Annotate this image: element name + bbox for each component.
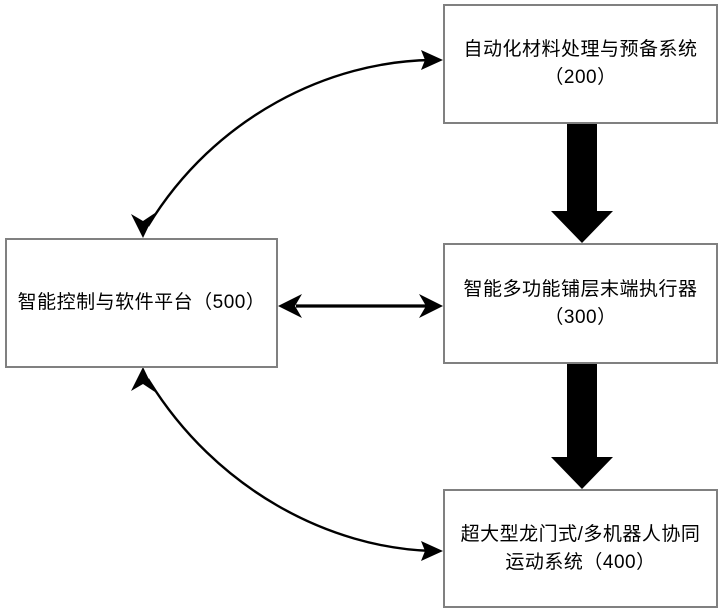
arrowhead-to-end-effector-left bbox=[419, 294, 443, 318]
edge-platform-to-end-effector bbox=[278, 294, 443, 318]
intelligent-end-effector-node[interactable]: 智能多功能铺层末端执行器 （300） bbox=[443, 243, 718, 364]
edge-end-effector-to-motion-system bbox=[551, 364, 613, 489]
edge-platform-to-motion-system bbox=[131, 367, 443, 561]
node-400-label: 超大型龙门式/多机器人协同 运动系统（400） bbox=[460, 523, 701, 573]
arrowhead-to-platform-bottom bbox=[131, 367, 155, 392]
automated-material-handling-node[interactable]: 自动化材料处理与预备系统 （200） bbox=[443, 4, 718, 124]
node-500-label: 智能控制与软件平台（500） bbox=[17, 292, 266, 314]
arrowhead-to-motion-system bbox=[421, 541, 443, 561]
node-300-label: 智能多功能铺层末端执行器 （300） bbox=[463, 278, 698, 328]
edge-platform-to-material-system bbox=[131, 50, 443, 238]
gantry-multi-robot-motion-node[interactable]: 超大型龙门式/多机器人协同 运动系统（400） bbox=[443, 489, 718, 608]
arrowhead-to-platform-right bbox=[278, 294, 302, 318]
arrowhead-to-platform-top bbox=[131, 213, 155, 238]
edge-material-system-to-end-effector bbox=[551, 124, 613, 243]
node-200-label: 自动化材料处理与预备系统 （200） bbox=[463, 39, 698, 88]
arrowhead-to-material-system bbox=[421, 50, 443, 70]
intelligent-control-software-platform-node[interactable]: 智能控制与软件平台（500） bbox=[5, 238, 278, 368]
